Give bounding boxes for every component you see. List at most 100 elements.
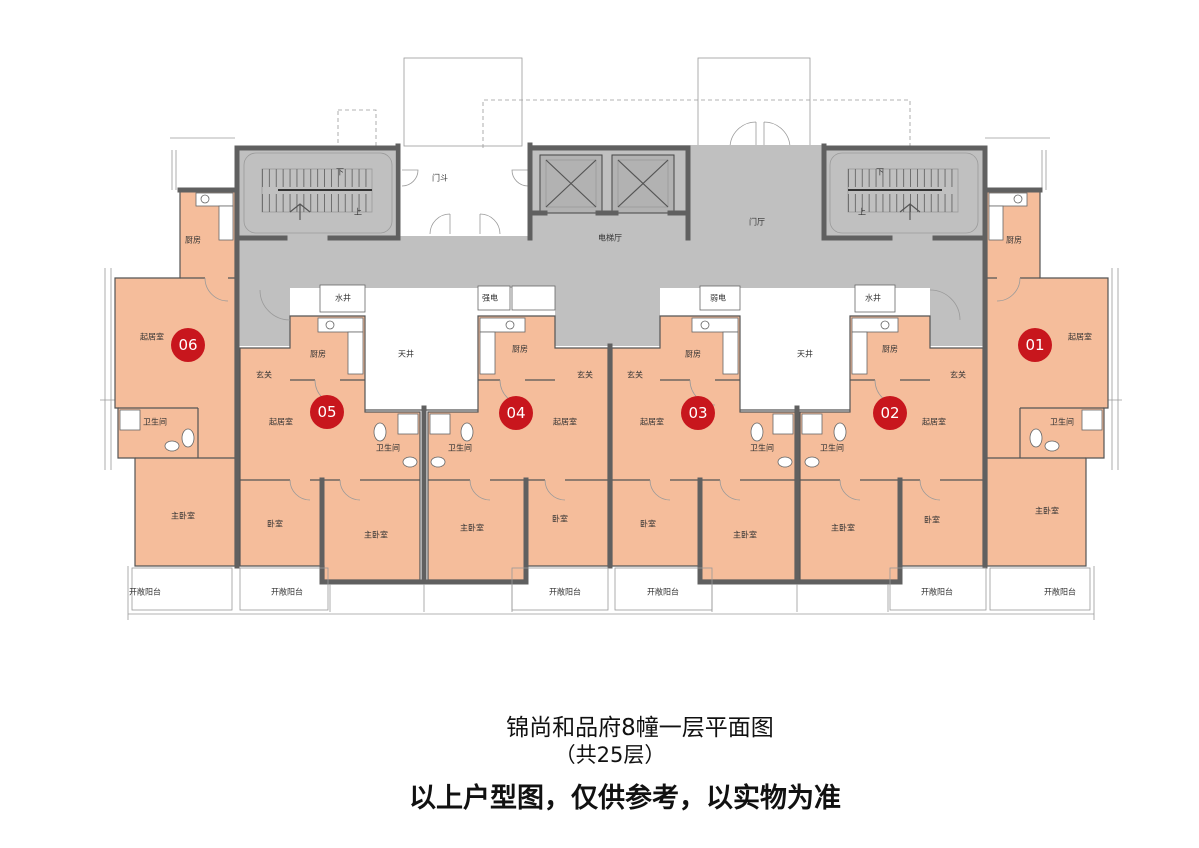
balcony-02 bbox=[889, 567, 987, 611]
elevators bbox=[539, 154, 675, 214]
foyer-label: 玄关 bbox=[256, 370, 272, 380]
vestibule-door-arcs bbox=[401, 169, 529, 235]
master-bedroom-label: 主卧室 bbox=[460, 523, 484, 533]
badge-circle bbox=[1018, 328, 1052, 362]
balcony-label: 开敞阳台 bbox=[1044, 587, 1076, 597]
floor-plan: 门斗 电梯厅 门厅 下 上 下 上 天井 天井 水井 水井 强电 弱电 厨房 起… bbox=[100, 57, 1122, 620]
kitchen-counter bbox=[691, 317, 739, 333]
shower-icon bbox=[1081, 409, 1103, 431]
floor-count: （共25层） bbox=[554, 743, 666, 767]
unit-number: 05 bbox=[317, 403, 336, 421]
badge-circle bbox=[499, 396, 533, 430]
unit-number: 06 bbox=[178, 336, 197, 354]
unit-number: 04 bbox=[506, 404, 525, 422]
structural-walls bbox=[177, 142, 1043, 585]
foyer-label: 玄关 bbox=[577, 370, 593, 380]
basin-icon bbox=[1044, 440, 1060, 452]
elevator-cross-1 bbox=[545, 159, 597, 208]
strong-power-room bbox=[477, 285, 511, 311]
bedroom-label: 卧室 bbox=[640, 519, 656, 529]
unit-badges: 06 05 04 03 02 01 bbox=[171, 328, 1052, 430]
kitchen-label: 厨房 bbox=[185, 235, 201, 245]
window-lines bbox=[100, 268, 1122, 470]
master-bedroom-label: 主卧室 bbox=[364, 530, 388, 540]
unit-number: 03 bbox=[688, 404, 707, 422]
kitchen-counter bbox=[317, 317, 364, 333]
unit-05-labels: 厨房 玄关 起居室 卫生间 卧室 主卧室 开敞阳台 bbox=[256, 349, 400, 597]
stair-outline bbox=[243, 152, 393, 234]
vestibule-doors bbox=[401, 169, 529, 235]
master-bedroom-label: 主卧室 bbox=[733, 530, 757, 540]
left-water-shaft-label: 水井 bbox=[335, 293, 351, 303]
toilet-icon bbox=[750, 422, 764, 442]
right-stair bbox=[829, 152, 979, 234]
shower-icon bbox=[429, 413, 451, 435]
right-water-shaft-label: 水井 bbox=[865, 293, 881, 303]
sink-icon bbox=[505, 320, 515, 330]
small-dashed-outline bbox=[337, 109, 377, 149]
balcony-label: 开敞阳台 bbox=[921, 587, 953, 597]
unit-number: 02 bbox=[880, 404, 899, 422]
bathroom-label: 卫生间 bbox=[1050, 417, 1074, 427]
bathroom-label: 卫生间 bbox=[143, 417, 167, 427]
sink-icon bbox=[200, 194, 210, 204]
kitchen-fixtures bbox=[195, 192, 1028, 375]
right-stair-up-label: 上 bbox=[858, 208, 866, 217]
water-shaft-left bbox=[319, 284, 366, 313]
disclaimer: 以上户型图，仅供参考，以实物为准 bbox=[409, 783, 841, 814]
living-room-label: 起居室 bbox=[1068, 332, 1092, 342]
unit-06-labels: 厨房 起居室 卫生间 主卧室 开敞阳台 bbox=[129, 235, 201, 597]
unit-04-labels: 厨房 玄关 起居室 卫生间 主卧室 卧室 开敞阳台 bbox=[448, 344, 593, 597]
badge-circle bbox=[310, 395, 344, 429]
shower-icon bbox=[801, 413, 823, 435]
unit-badge-06: 06 bbox=[171, 328, 205, 362]
badge-circle bbox=[681, 396, 715, 430]
sink-icon bbox=[1013, 194, 1023, 204]
master-bedroom-label: 主卧室 bbox=[1035, 506, 1059, 516]
outer-bay-lines bbox=[170, 137, 1050, 190]
entrance-double-door bbox=[729, 121, 791, 149]
foyer-label: 玄关 bbox=[627, 370, 643, 380]
canopy-outlines bbox=[100, 57, 1122, 470]
basin-icon bbox=[804, 456, 820, 468]
toilet-icon bbox=[181, 428, 195, 448]
bedroom-label: 卧室 bbox=[924, 515, 940, 525]
entrance-canopy-right bbox=[697, 57, 811, 147]
left-lightwell-label: 天井 bbox=[398, 349, 414, 359]
toilet-icon bbox=[1029, 428, 1043, 448]
stair-outline bbox=[829, 152, 979, 234]
kitchen-label: 厨房 bbox=[685, 349, 701, 359]
unit-02-labels: 厨房 玄关 起居室 卫生间 主卧室 卧室 开敞阳台 bbox=[820, 344, 966, 597]
right-stair-area bbox=[826, 148, 984, 238]
vestibule-label: 门斗 bbox=[432, 173, 448, 183]
elevator-car-2 bbox=[617, 159, 669, 208]
stair-arrow-icon bbox=[289, 203, 311, 220]
shower-icon bbox=[119, 409, 141, 431]
toilet-icon bbox=[373, 422, 387, 442]
kitchen-counter bbox=[479, 331, 496, 375]
basin-icon bbox=[402, 456, 418, 468]
corridor-extension-left bbox=[237, 288, 290, 346]
balcony-rail-lines bbox=[127, 566, 1095, 620]
shower-icon bbox=[397, 413, 419, 435]
balconies bbox=[127, 566, 1095, 620]
strong-power-label: 强电 bbox=[482, 293, 498, 303]
kitchen-label: 厨房 bbox=[1006, 235, 1022, 245]
toilet-icon bbox=[460, 422, 474, 442]
balcony-06 bbox=[131, 567, 233, 611]
living-room-label: 起居室 bbox=[553, 417, 577, 427]
balcony-01 bbox=[989, 567, 1091, 611]
canopy-dashed-outline bbox=[482, 99, 911, 148]
foyer-label: 玄关 bbox=[950, 370, 966, 380]
kitchen-label: 厨房 bbox=[882, 344, 898, 354]
kitchen-counter bbox=[851, 317, 899, 333]
utility-box bbox=[511, 285, 556, 311]
unit-number: 01 bbox=[1025, 336, 1044, 354]
unit-badge-01: 01 bbox=[1018, 328, 1052, 362]
kitchen-counter bbox=[722, 331, 739, 375]
sink-icon bbox=[325, 320, 335, 330]
kitchen-counter bbox=[347, 331, 364, 375]
unit-06-area bbox=[114, 189, 236, 567]
kitchen-counter bbox=[479, 317, 526, 333]
unit-badge-03: 03 bbox=[681, 396, 715, 430]
